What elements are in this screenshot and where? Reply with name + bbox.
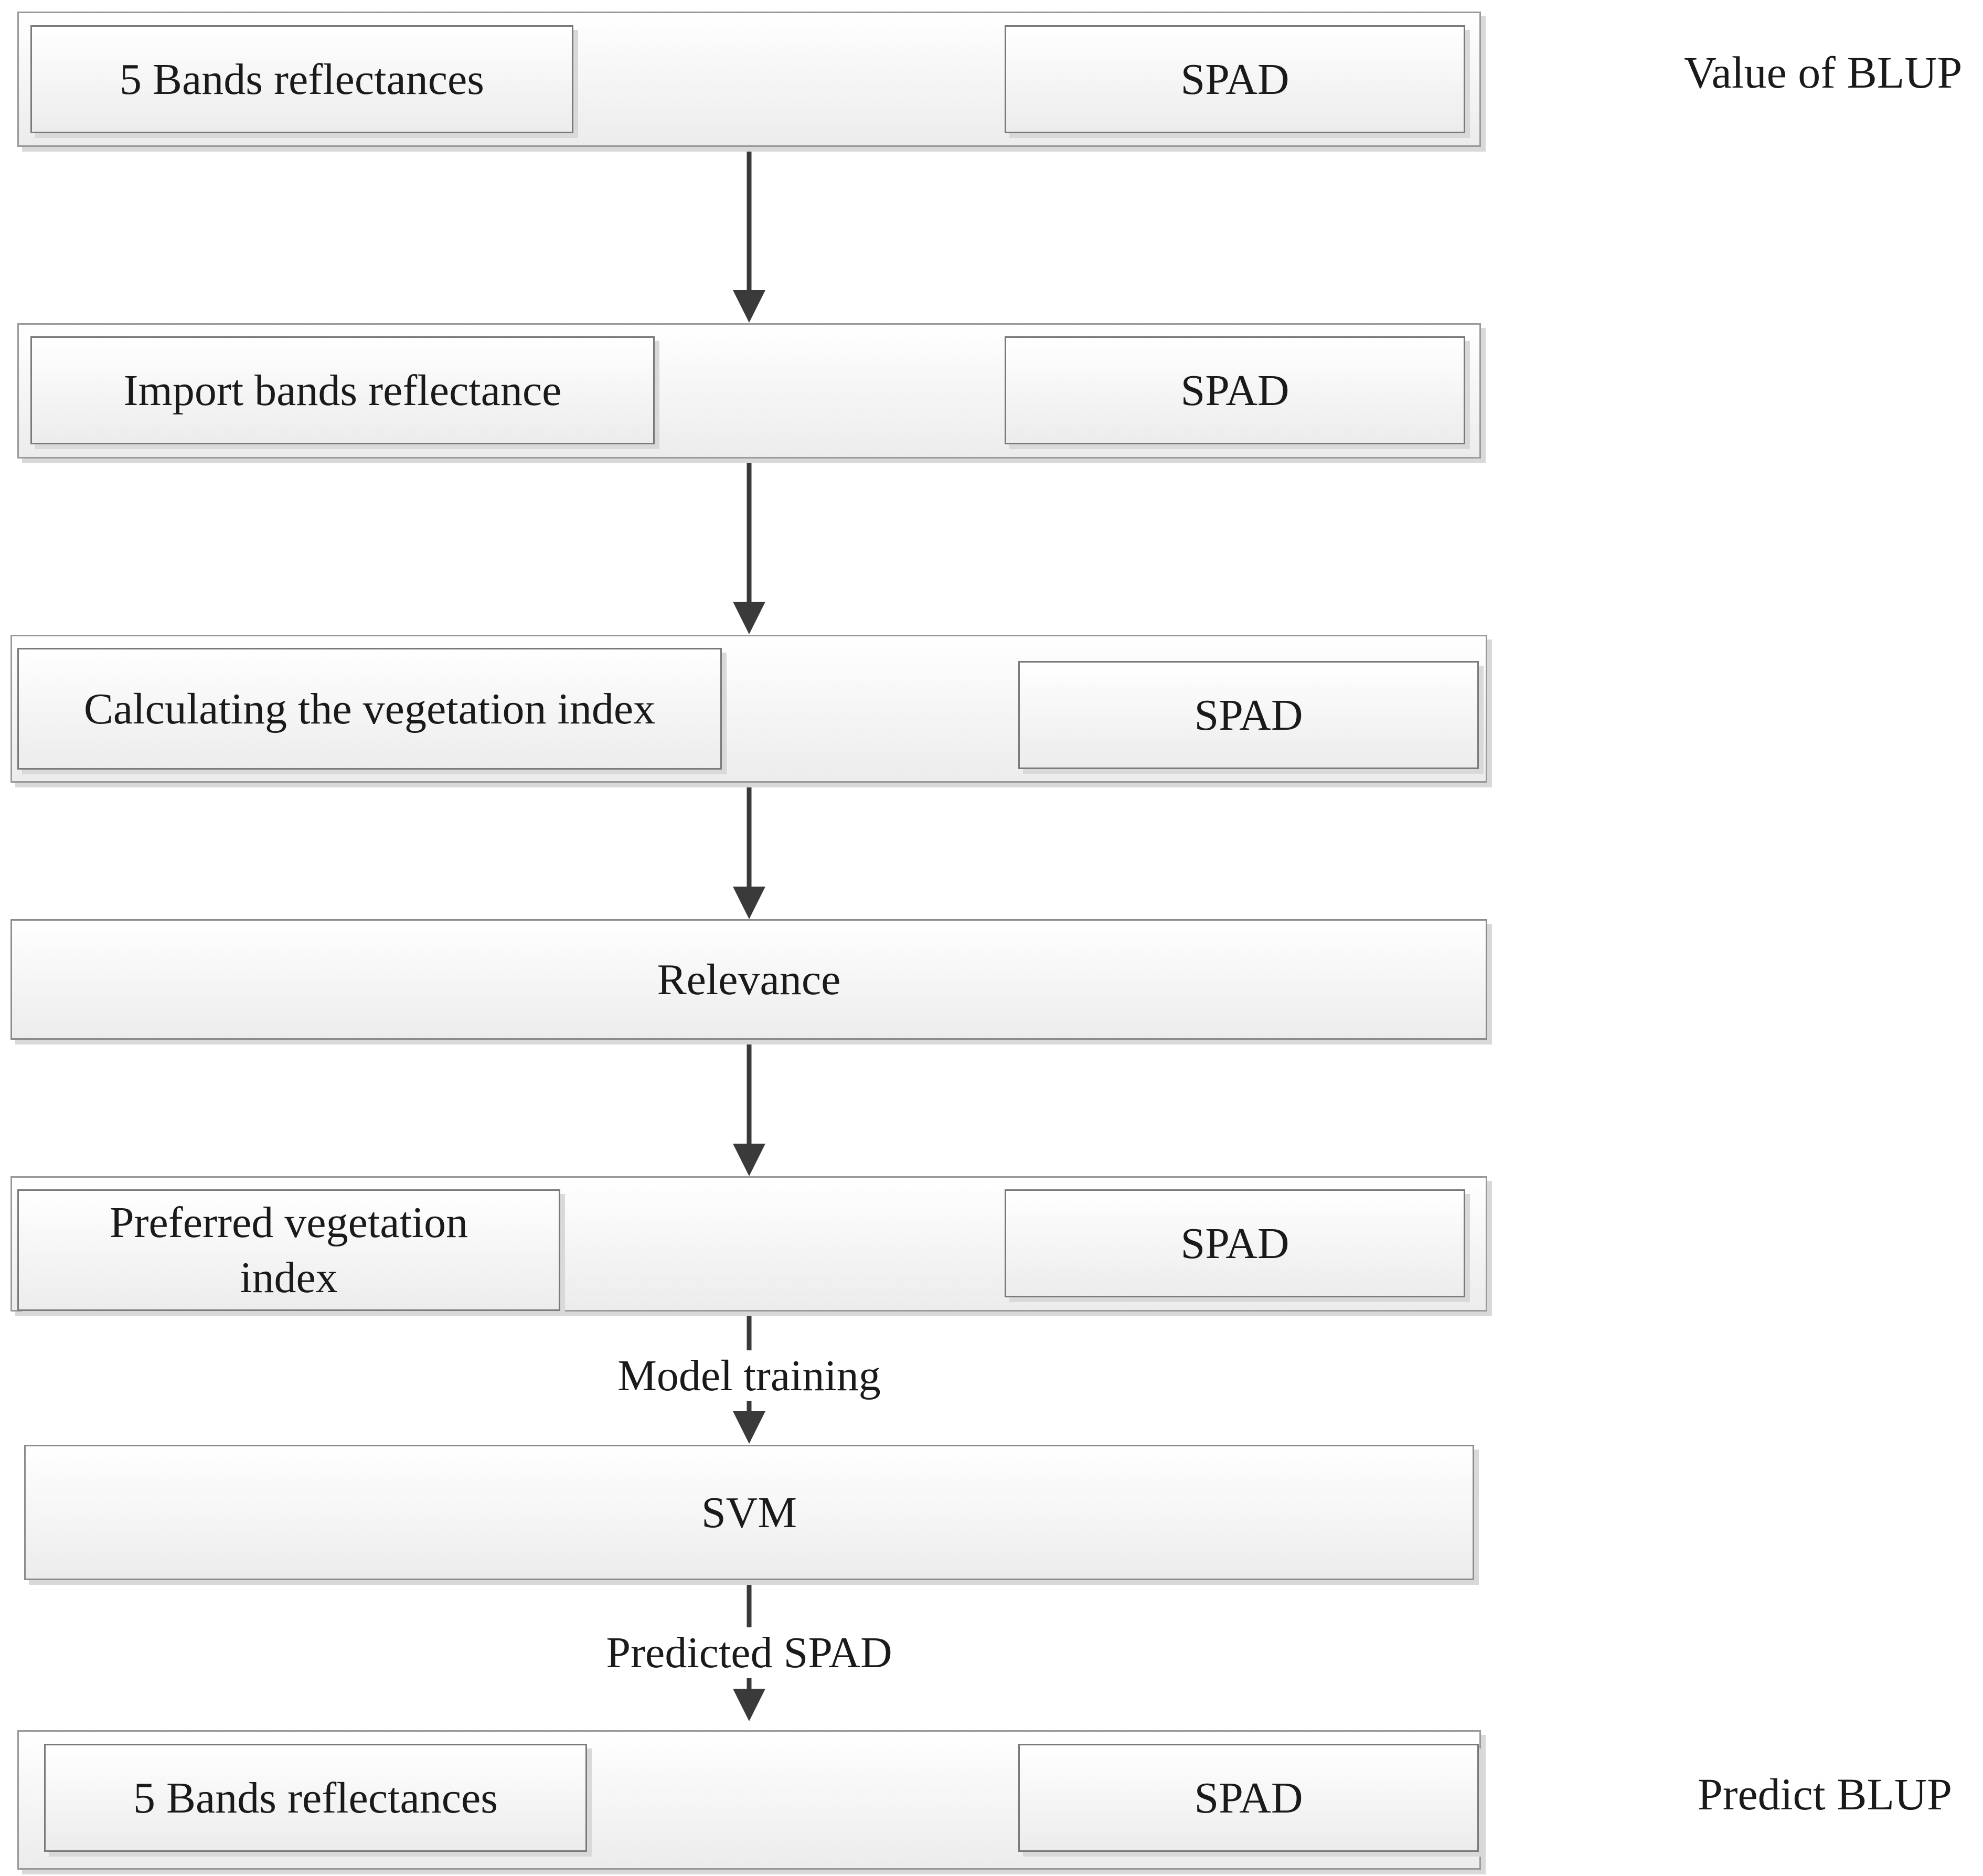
row1-band-reflectances-box: 5 Bands reflectances (30, 25, 573, 133)
row1-spad-box: SPAD (1005, 25, 1465, 133)
arrowhead-5 (733, 1411, 765, 1444)
side-label-predict-blup: Predict BLUP (1698, 1769, 1952, 1819)
arrowhead-1 (733, 290, 765, 323)
arrowhead-3 (733, 887, 765, 919)
row2-right-label: SPAD (1180, 366, 1289, 415)
arrowhead-4 (733, 1144, 765, 1176)
side-label-value-of-blup: Value of BLUP (1684, 47, 1963, 98)
row2-left-label: Import bands reflectance (123, 366, 562, 415)
row3-left-label: Calculating the vegetation index (83, 684, 656, 733)
row4-relevance-box: Relevance (10, 919, 1487, 1040)
row3-vegetation-index-box: Calculating the vegetation index (17, 648, 722, 770)
row4-center-label: Relevance (657, 955, 841, 1004)
row7-spad-box: SPAD (1018, 1744, 1479, 1852)
row3-right-label: SPAD (1194, 690, 1303, 740)
row5-left-label: Preferred vegetation index (109, 1198, 468, 1302)
row5-right-label: SPAD (1180, 1219, 1289, 1268)
arrowhead-2 (733, 602, 765, 634)
row2-import-bands-box: Import bands reflectance (30, 336, 655, 444)
edge-label-predicted-spad: Predicted SPAD (600, 1627, 899, 1678)
row5-spad-box: SPAD (1005, 1189, 1465, 1297)
row2-spad-box: SPAD (1005, 336, 1465, 444)
row7-band-reflectances-box: 5 Bands reflectances (44, 1744, 587, 1852)
edge-label-model-training: Model training (611, 1350, 887, 1401)
row1-left-label: 5 Bands reflectances (119, 55, 484, 104)
row7-right-label: SPAD (1194, 1773, 1303, 1822)
row3-spad-box: SPAD (1018, 661, 1479, 769)
row5-preferred-index-box: Preferred vegetation index (17, 1189, 560, 1311)
arrowhead-6 (733, 1689, 765, 1721)
row1-right-label: SPAD (1180, 55, 1289, 104)
row6-center-label: SVM (701, 1488, 797, 1537)
row7-left-label: 5 Bands reflectances (133, 1773, 498, 1822)
row6-svm-box: SVM (24, 1445, 1474, 1580)
